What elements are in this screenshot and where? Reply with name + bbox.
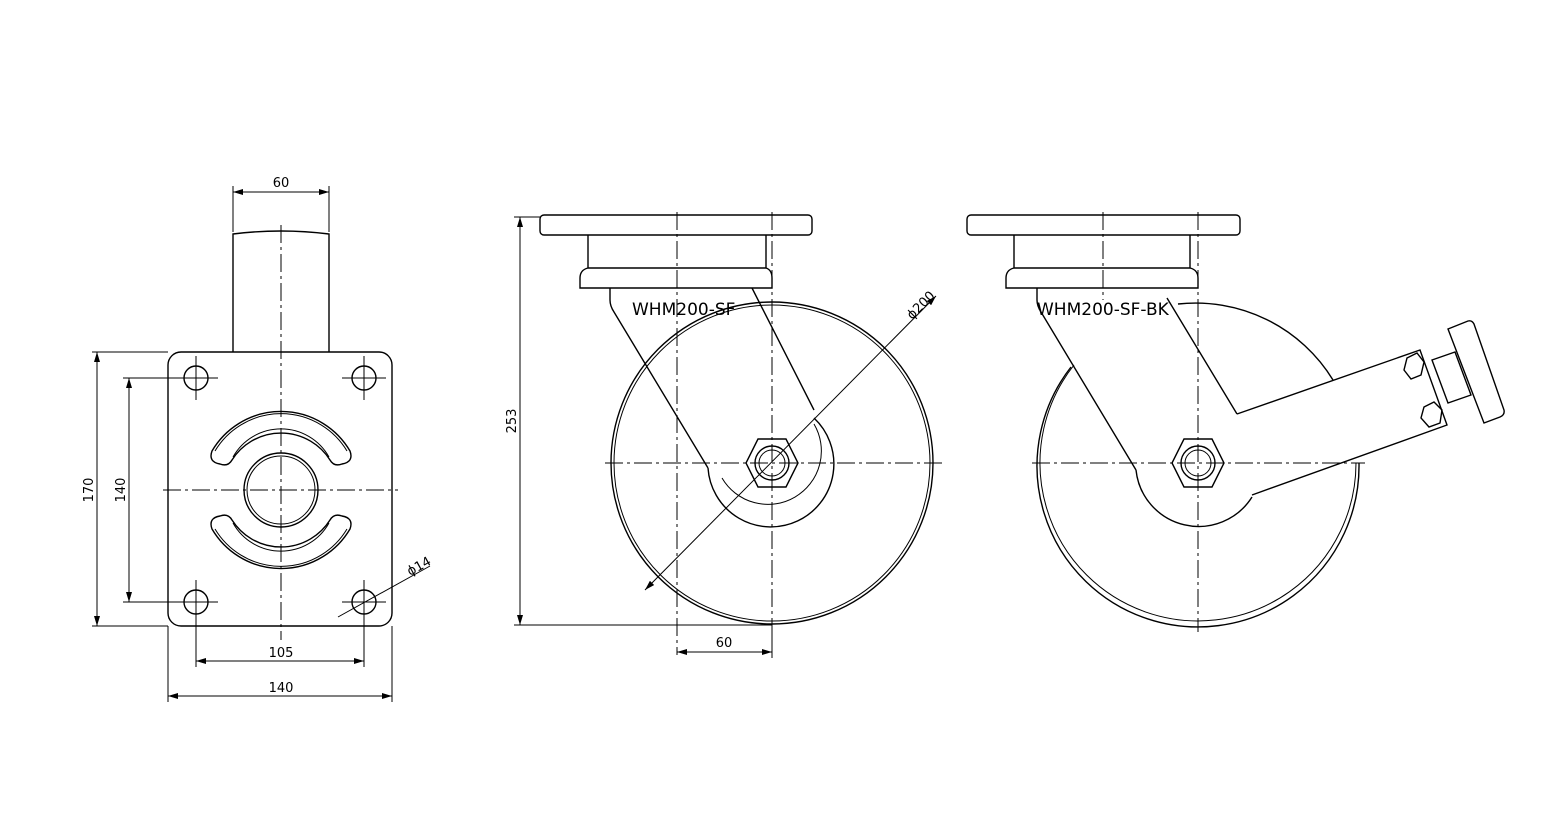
top-plate xyxy=(539,214,813,236)
brake-pedal xyxy=(1447,320,1505,424)
mounting-plate xyxy=(167,351,393,627)
fork xyxy=(1036,288,1253,528)
dim-hole-diameter: ϕ14 xyxy=(405,554,434,579)
model-label: WHM200-SF-BK xyxy=(1037,300,1170,320)
dim-offset: 60 xyxy=(716,636,733,651)
brake-pedal-stem xyxy=(1431,351,1472,404)
swivel-flange xyxy=(1005,267,1199,289)
side-view-fixed: WHM200-SF 253 ϕ200 60 xyxy=(505,212,945,658)
upper-slot xyxy=(210,410,352,466)
dim-plate-width: 140 xyxy=(269,681,294,696)
mounting-holes xyxy=(174,356,386,624)
lower-slot xyxy=(210,514,352,570)
dim-hole-spacing-vertical: 140 xyxy=(114,478,129,503)
fork xyxy=(609,287,835,528)
side-view-brake: WHM200-SF-BK xyxy=(966,212,1505,632)
top-view: 60 170 140 105 140 ϕ14 xyxy=(82,176,434,702)
dim-wheel-diameter: ϕ200 xyxy=(904,289,938,323)
brake-arm xyxy=(1236,349,1448,496)
dim-overall-height: 170 xyxy=(82,478,97,503)
model-label: WHM200-SF xyxy=(632,300,735,320)
dim-stem-width: 60 xyxy=(273,176,290,191)
brake-bolt xyxy=(1403,352,1425,380)
dim-hole-spacing-horizontal: 105 xyxy=(269,646,294,661)
dim-overall-height: 253 xyxy=(505,409,520,434)
brake-bolt xyxy=(1420,401,1443,428)
swivel-flange xyxy=(579,267,773,289)
wheel xyxy=(1036,302,1360,628)
